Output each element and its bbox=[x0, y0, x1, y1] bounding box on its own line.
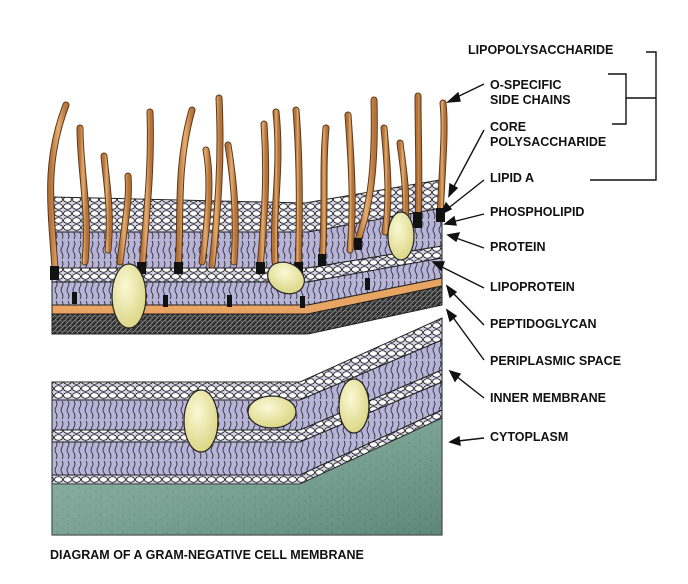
label-cytoplasm: CYTOPLASM bbox=[490, 430, 568, 444]
label-inner-membrane: INNER MEMBRANE bbox=[490, 391, 606, 405]
outer-protein-3 bbox=[387, 211, 415, 261]
inner-protein-1 bbox=[183, 389, 219, 453]
label-lipopolysaccharide: LIPOPOLYSACCHARIDE bbox=[468, 43, 613, 57]
lipoprotein-anchors bbox=[72, 278, 370, 308]
outer-protein-2 bbox=[267, 261, 305, 295]
arrow-peptidoglycan bbox=[445, 284, 485, 326]
lps-o-specific-chains bbox=[47, 92, 448, 272]
arrow-cytoplasm bbox=[448, 435, 485, 446]
label-peptidoglycan: PEPTIDOGLYCAN bbox=[490, 317, 597, 331]
inner-protein-2 bbox=[247, 395, 297, 429]
lps-bracket bbox=[590, 51, 657, 181]
label-phospholipid: PHOSPHOLIPID bbox=[490, 205, 584, 219]
label-periplasmic-space: PERIPLASMIC SPACE bbox=[490, 354, 621, 368]
arrow-protein bbox=[446, 232, 485, 249]
peptidoglycan-layer bbox=[51, 285, 443, 335]
label-arrows bbox=[431, 83, 485, 446]
arrow-o-specific bbox=[445, 83, 485, 103]
label-group: LIPOPOLYSACCHARIDE O-SPECIFIC SIDE CHAIN… bbox=[468, 43, 621, 444]
label-o-specific-line2: SIDE CHAINS bbox=[490, 93, 571, 107]
outer-protein-1 bbox=[111, 263, 147, 329]
label-lipid-a: LIPID A bbox=[490, 171, 534, 185]
cytoplasm-dots bbox=[52, 418, 442, 535]
arrow-periplasmic bbox=[445, 308, 485, 361]
arrow-lipid-a bbox=[439, 179, 485, 216]
arrow-phospholipid bbox=[443, 213, 485, 226]
label-core-line1: CORE bbox=[490, 120, 526, 134]
inner-membrane-proteins bbox=[183, 378, 370, 453]
label-o-specific-line1: O-SPECIFIC bbox=[490, 78, 562, 92]
inner-protein-3 bbox=[338, 378, 370, 434]
arrow-inner-membrane bbox=[448, 369, 485, 399]
label-core-line2: POLYSACCHARIDE bbox=[490, 135, 606, 149]
outer-membrane-proteins bbox=[111, 211, 415, 329]
diagram-caption: DIAGRAM OF A GRAM-NEGATIVE CELL MEMBRANE bbox=[50, 548, 364, 562]
arrow-lipoprotein bbox=[431, 261, 485, 289]
label-protein: PROTEIN bbox=[490, 240, 546, 254]
label-lipoprotein: LIPOPROTEIN bbox=[490, 280, 575, 294]
arrow-core bbox=[448, 129, 485, 198]
